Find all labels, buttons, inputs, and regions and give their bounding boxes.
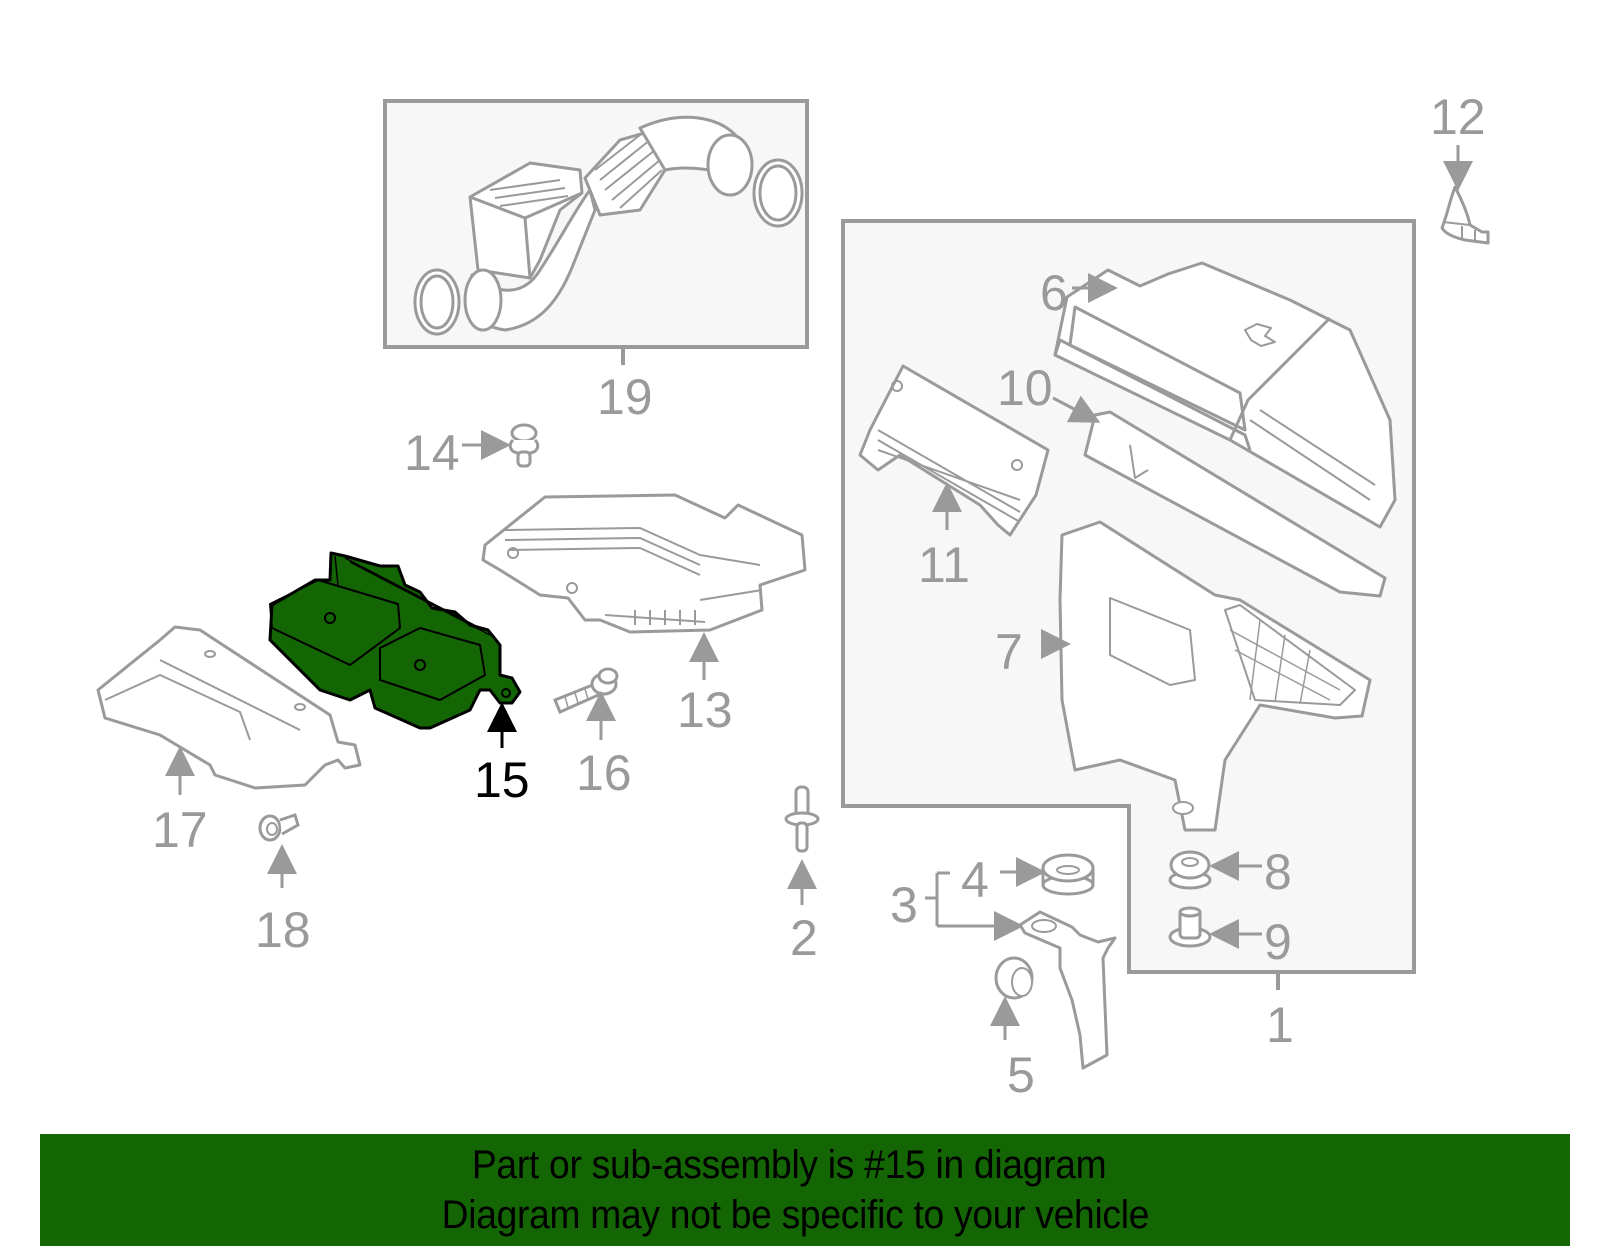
- part-10-filter-element[interactable]: [1083, 410, 1387, 598]
- part-9-collar[interactable]: [1168, 906, 1212, 948]
- part-3-mounting-bracket[interactable]: [1018, 910, 1117, 1070]
- callout-9[interactable]: 9: [1264, 914, 1292, 970]
- part-11-side-cover[interactable]: [858, 364, 1050, 537]
- banner-line-disclaimer: Diagram may not be specific to your vehi…: [441, 1193, 1149, 1237]
- leader-10: [1052, 395, 1101, 423]
- part-5-bushing[interactable]: [994, 956, 1034, 1000]
- callout-7[interactable]: 7: [995, 624, 1023, 680]
- callout-4[interactable]: 4: [961, 852, 989, 908]
- part-8-grommet[interactable]: [1168, 850, 1212, 890]
- part-13-resonator[interactable]: [481, 493, 807, 634]
- part-17-deflector[interactable]: [96, 625, 362, 790]
- part-18-nut[interactable]: [258, 813, 300, 842]
- callout-6[interactable]: 6: [1040, 265, 1068, 321]
- part-4-insulator[interactable]: [1041, 853, 1095, 896]
- part-7-lower-housing[interactable]: [1058, 520, 1372, 832]
- part-16-bolt[interactable]: [553, 667, 619, 714]
- part-6-upper-cover[interactable]: [1053, 261, 1397, 529]
- callout-17[interactable]: 17: [152, 802, 208, 858]
- callout-11[interactable]: 11: [918, 537, 970, 593]
- callout-13[interactable]: 13: [677, 682, 733, 738]
- callout-19[interactable]: 19: [597, 369, 653, 425]
- callout-14[interactable]: 14: [404, 425, 460, 481]
- callout-10[interactable]: 10: [997, 360, 1053, 416]
- callout-2[interactable]: 2: [790, 910, 818, 966]
- callout-16[interactable]: 16: [576, 745, 632, 801]
- banner-line-part-reference: Part or sub-assembly is #15 in diagram: [471, 1143, 1107, 1187]
- part-14-clip[interactable]: [508, 423, 540, 468]
- part-2-push-pin[interactable]: [784, 785, 820, 853]
- callout-12[interactable]: 12: [1430, 89, 1486, 145]
- callout-3[interactable]: 3: [890, 877, 918, 933]
- callout-8[interactable]: 8: [1264, 844, 1292, 900]
- callout-18[interactable]: 18: [255, 902, 311, 958]
- callout-5[interactable]: 5: [1007, 1047, 1035, 1103]
- leader-3: [925, 871, 1008, 928]
- callout-15-highlighted[interactable]: 15: [474, 752, 530, 808]
- info-banner: Part or sub-assembly is #15 in diagram D…: [40, 1134, 1570, 1246]
- part-15-air-intake-duct-highlighted[interactable]: [268, 551, 522, 730]
- part-12-clip[interactable]: [1440, 185, 1490, 245]
- part-19-intake-hose-box[interactable]: [383, 99, 809, 365]
- callout-1[interactable]: 1: [1266, 997, 1294, 1053]
